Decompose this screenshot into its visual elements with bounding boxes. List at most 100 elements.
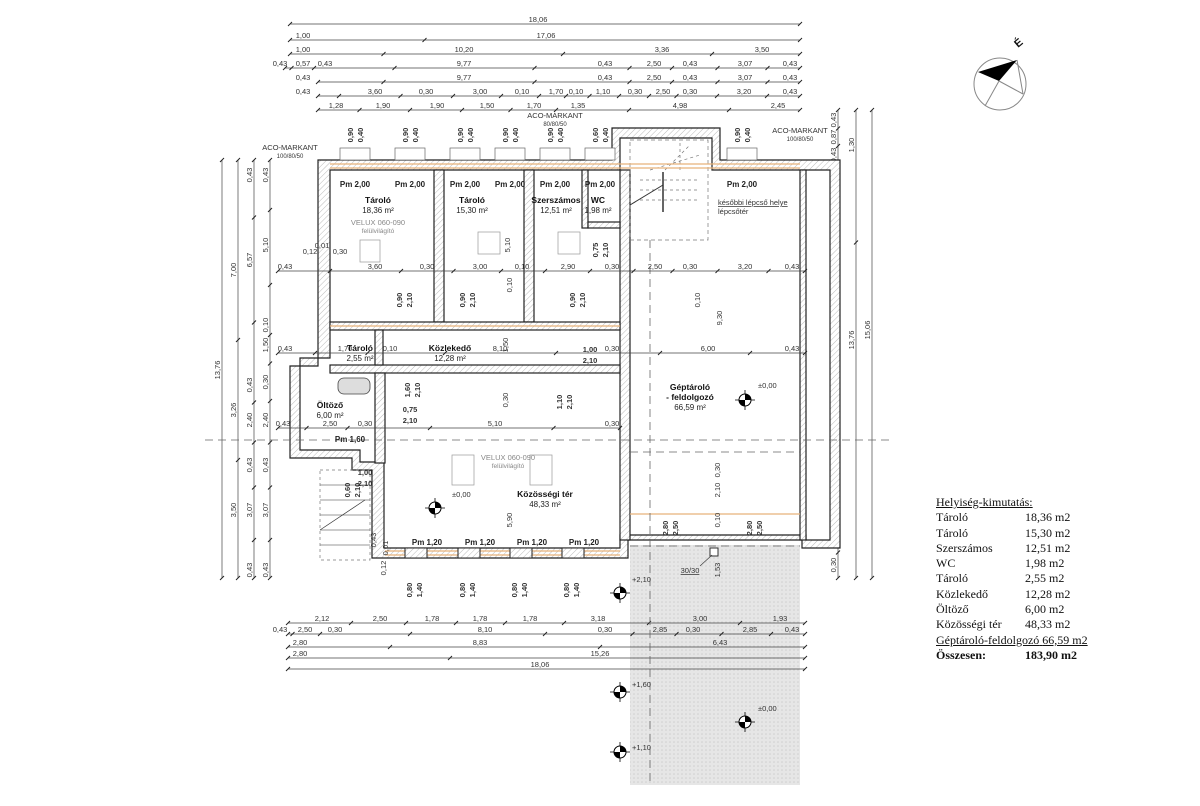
dimension-label: 0,10 [569,87,584,96]
dimension-tick [451,268,456,274]
dimension-label: 0,30 [605,344,620,353]
room-area: 66,59 m2 [1042,632,1088,647]
dimension-label: 2,80 [293,649,308,658]
dimension-label: 3,00 [473,87,488,96]
aco-size: 100/80/50 [277,154,304,160]
dimension-label: 6,57 [245,253,254,268]
dimension-tick [715,268,720,274]
door-height: 2,10 [353,483,362,498]
dimension-label: 0,30 [328,625,343,634]
dimension-tick [587,93,592,99]
room-schedule-total: Összesen: 183,90 m2 [936,648,1116,663]
room-name: Tároló [365,195,391,205]
dimension-tick [304,425,309,431]
aco-label: ACO-MARKANT [527,111,583,120]
window-height: 1,40 [415,583,424,598]
dimension-label: 13,76 [213,361,222,380]
window-height: 0,40 [356,128,365,143]
pillar-label: 30/30 [681,566,700,575]
room-name: WC [936,556,956,571]
dimension-tick [646,93,652,99]
dimension-label: 3,50 [229,503,238,518]
room-name: Szerszámos [531,195,580,205]
dimension-tick [835,550,841,555]
window-width: 0,90 [456,128,465,143]
dimension-label: 0,30 [420,262,435,271]
dimension-tick [327,268,333,274]
dimension-label: 1,35 [571,101,586,110]
dimension-tick [502,620,508,626]
door-width: 2,80 [745,521,754,536]
room-schedule-title: Helyiség-kimutatás: [936,495,1033,509]
dimension-label: 13,76 [847,331,856,350]
dimension-label: 5,90 [505,513,514,528]
dimension-tick [235,457,241,463]
window-sill: Pm 2,00 [727,180,758,189]
dimension-label: 10,20 [455,45,474,54]
dimension-tick [797,65,803,71]
dimension-tick [381,79,386,85]
dimension-label: 0,43 [273,625,288,634]
door-height: 2,10 [468,293,477,308]
window-width: 0,80 [562,583,571,598]
dimension-tick [348,620,354,626]
dimension-label: 3,20 [737,87,752,96]
dimension-label: 3,60 [368,262,383,271]
dimension-label: 0,43 [261,458,270,473]
dimension-label: 1,50 [480,101,495,110]
dimension-label: 1,90 [376,101,391,110]
dimension-label: 0,12 [379,561,388,576]
dimension-tick [670,268,675,274]
door-width: 2,80 [661,521,670,536]
dimension-label: 1,93 [773,614,788,623]
dimension-tick [267,485,273,490]
dimension-tick [560,51,566,57]
door: 1,002,10 [583,345,598,365]
dimension-tick [285,620,291,626]
dimension-label: 2,10 [713,483,722,498]
dimension-tick [267,440,273,445]
dimension-tick [508,107,513,113]
window-sill: Pm 2,00 [340,180,371,189]
dimension-tick [726,107,732,113]
dimension-tick [797,21,803,27]
window-width: 0,80 [510,583,519,598]
dimension-tick [235,337,241,343]
dimension-tick [442,350,448,356]
dimension-tick [235,157,241,163]
dimension-label: 1,78 [473,614,488,623]
dimension-label: 2,50 [647,73,662,82]
dimension-label: 0,43 [296,87,311,96]
door-width: 0,90 [395,293,404,308]
skylight-outlines [359,231,581,486]
dimension-tick [853,240,859,245]
level-value: ±0,00 [758,381,777,390]
window-height: 0,40 [511,128,520,143]
dimension-tick [275,268,281,274]
door-height: 2,10 [583,356,598,365]
dimension-tick [289,65,294,71]
door-width: 0,75 [591,243,600,258]
dimension-label: 1,00 [296,31,311,40]
dimension-tick [542,631,548,637]
dimension-label: 0,43 [783,59,798,68]
dimension-tick [336,93,342,99]
dimension-tick [275,350,281,356]
dimension-label: 0,43 [278,262,293,271]
door-width: 0,90 [568,293,577,308]
door-width: 1,00 [358,468,373,477]
dimension-tick [674,93,679,99]
window-sill: Pm 2,00 [540,180,571,189]
